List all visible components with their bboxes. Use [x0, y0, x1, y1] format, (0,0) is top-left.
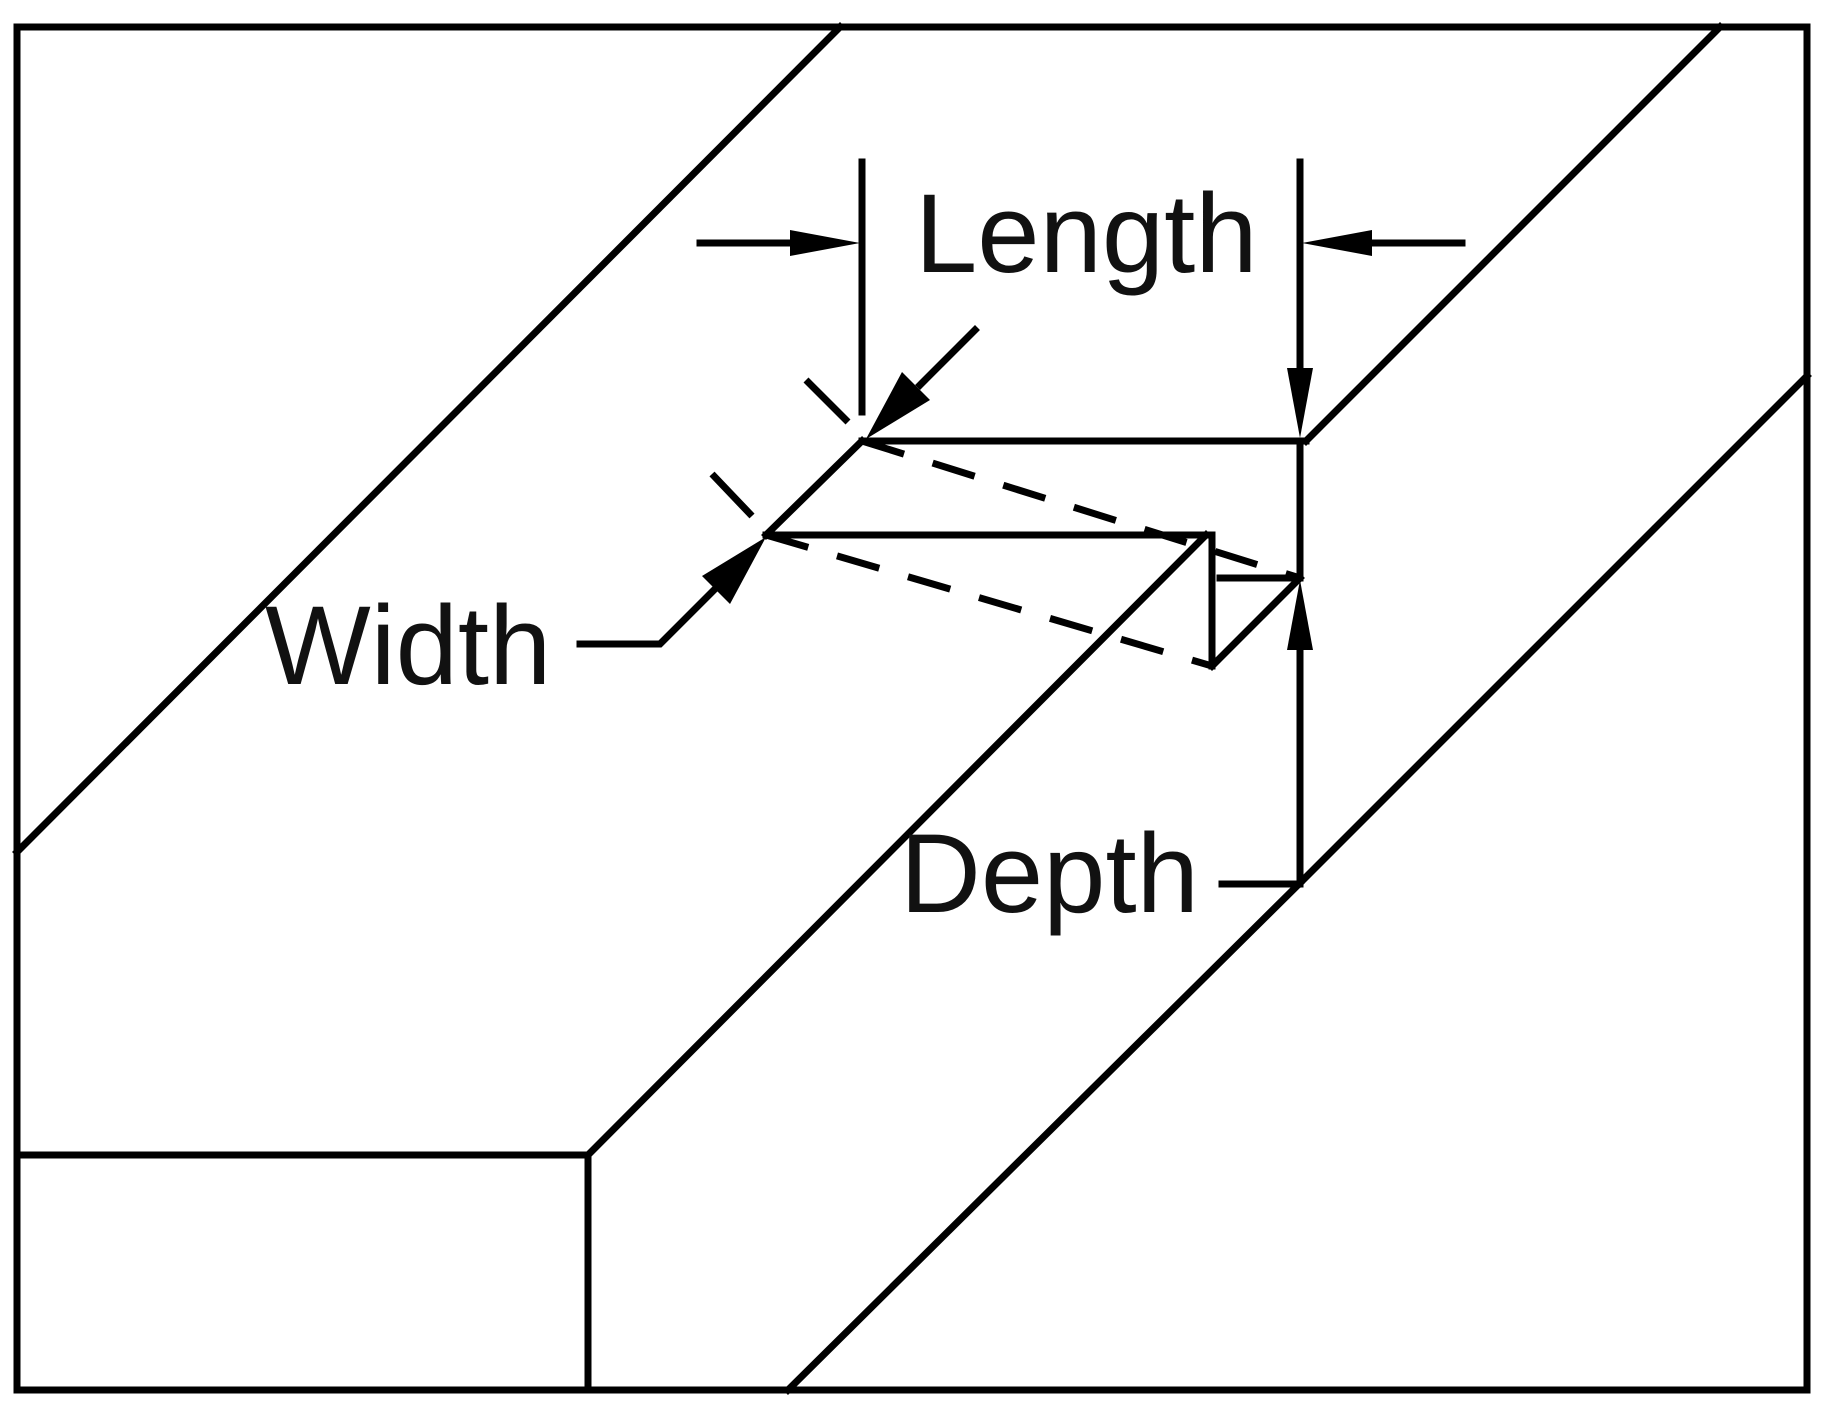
length-dimension: Length	[696, 171, 1466, 296]
defect-solid-edges	[761, 436, 1310, 671]
width-lower-arrowhead	[702, 537, 766, 604]
width-upper-arrowhead	[866, 372, 930, 439]
depth-label: Depth	[900, 811, 1199, 936]
defect-hidden-edges	[765, 437, 1302, 670]
part-outline	[12, 22, 1812, 1395]
width-label: Width	[265, 583, 551, 708]
diagram-frame	[13, 23, 1811, 1394]
depth-lower-arrowhead	[1287, 580, 1313, 650]
depth-dimension: Depth	[900, 368, 1313, 936]
depth-upper-arrowhead	[1287, 368, 1313, 438]
length-right-arrowhead	[1302, 230, 1372, 256]
length-left-arrowhead	[790, 230, 860, 256]
length-label: Length	[915, 171, 1258, 296]
width-dimension: Width	[265, 325, 980, 708]
